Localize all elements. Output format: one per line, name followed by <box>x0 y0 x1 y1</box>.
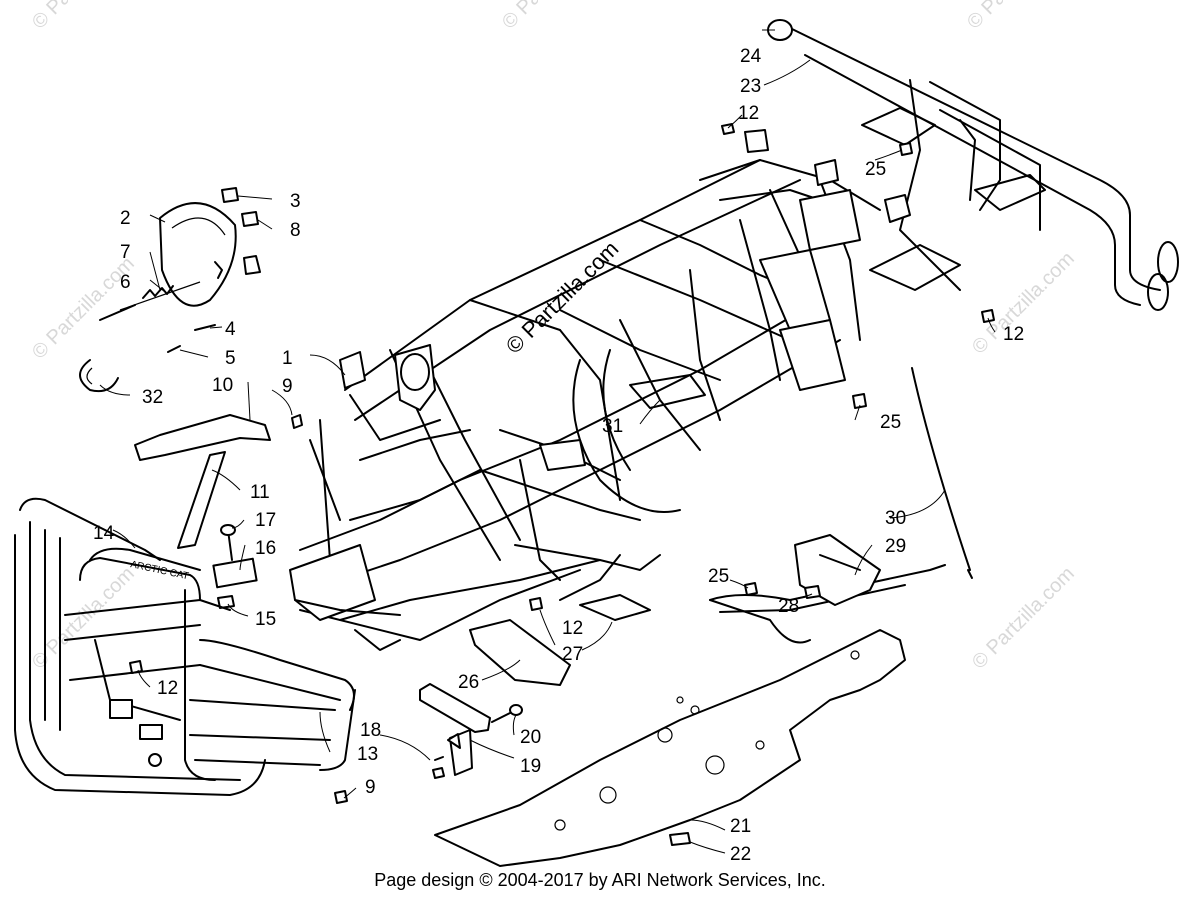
watermark: © Partzilla.com <box>28 0 139 34</box>
clamp-ring <box>79 359 119 393</box>
callout-24: 24 <box>740 46 762 67</box>
bulb <box>194 324 216 331</box>
headlight-assembly <box>159 202 237 307</box>
callout-31: 31 <box>602 416 623 437</box>
callout-25b: 25 <box>880 412 901 433</box>
callout-21: 21 <box>730 816 751 837</box>
callout-20: 20 <box>520 727 541 748</box>
callout-12c: 12 <box>562 618 583 639</box>
callout-29: 29 <box>885 536 906 557</box>
bolt <box>529 597 543 611</box>
bolt <box>721 123 735 135</box>
callout-16: 16 <box>255 538 276 559</box>
bolt <box>981 309 995 323</box>
callout-9: 9 <box>282 376 293 397</box>
callout-18: 18 <box>360 720 381 741</box>
callout-labels: 1 2 3 4 5 6 7 8 9 9 10 11 12 12 12 12 13… <box>93 46 1024 865</box>
bulb <box>167 345 181 353</box>
heat-shield-strip <box>579 594 651 621</box>
callout-12a: 12 <box>738 103 759 124</box>
callout-25a: 25 <box>865 159 886 180</box>
callout-25c: 25 <box>708 566 729 587</box>
callout-3: 3 <box>290 191 301 212</box>
heat-shield <box>469 619 571 686</box>
callout-26: 26 <box>458 672 479 693</box>
bolt <box>491 711 513 723</box>
nut <box>217 595 235 609</box>
light-bracket <box>134 414 271 461</box>
skid-plate-holes <box>554 650 860 831</box>
callout-27: 27 <box>562 644 583 665</box>
brand-decal: ARCTIC CAT <box>129 559 189 582</box>
watermark: © Partzilla.com <box>498 0 609 34</box>
callout-1: 1 <box>282 348 293 369</box>
brace-rod <box>911 367 971 571</box>
bolt-head <box>509 704 523 716</box>
watermark-center: © Partzilla.com <box>501 236 624 359</box>
callout-15: 15 <box>255 609 276 630</box>
callout-14: 14 <box>93 523 115 544</box>
nut <box>432 767 445 779</box>
fastener-group <box>129 123 995 804</box>
arrow-indicator <box>447 733 461 749</box>
clamp-plate <box>212 557 258 589</box>
callout-8: 8 <box>290 220 301 241</box>
callout-4: 4 <box>225 319 236 340</box>
callout-13: 13 <box>357 744 378 765</box>
callout-19: 19 <box>520 756 541 777</box>
side-plate <box>629 374 706 409</box>
callout-17: 17 <box>255 510 276 531</box>
watermark: © Partzilla.com <box>963 0 1074 34</box>
watermark: © Partzilla.com <box>968 563 1079 674</box>
callout-32: 32 <box>142 387 163 408</box>
callout-22: 22 <box>730 844 751 865</box>
callout-11: 11 <box>250 482 270 503</box>
callout-5: 5 <box>225 348 236 369</box>
screw <box>99 304 136 321</box>
copyright-footer: Page design © 2004-2017 by ARI Network S… <box>374 870 826 890</box>
callout-28: 28 <box>778 596 799 617</box>
skid-plate-fastener <box>669 832 691 846</box>
nut <box>852 393 867 409</box>
clip <box>744 129 769 153</box>
callout-10: 10 <box>212 375 233 396</box>
bolt <box>334 790 348 804</box>
callout-6: 6 <box>120 272 131 293</box>
leader-lines <box>99 29 996 854</box>
callout-2: 2 <box>120 208 131 229</box>
nut <box>899 142 913 156</box>
callout-7: 7 <box>120 242 131 263</box>
callout-30: 30 <box>885 508 906 529</box>
main-frame <box>289 159 911 651</box>
support-bracket <box>419 683 491 733</box>
callout-12d: 12 <box>157 678 178 699</box>
nut <box>744 582 758 596</box>
bolt <box>129 660 143 674</box>
bolt-head <box>220 524 236 536</box>
bolt <box>221 187 261 275</box>
callout-9b: 9 <box>365 777 376 798</box>
callout-12b: 12 <box>1003 324 1024 345</box>
bolt <box>291 414 303 429</box>
bracket-strut <box>177 451 226 549</box>
callout-23: 23 <box>740 76 761 97</box>
watermark: © Partzilla.com <box>28 253 139 364</box>
front-bumper: ARCTIC CAT <box>14 497 356 796</box>
washer <box>434 756 444 761</box>
rear-rack <box>789 27 1179 311</box>
